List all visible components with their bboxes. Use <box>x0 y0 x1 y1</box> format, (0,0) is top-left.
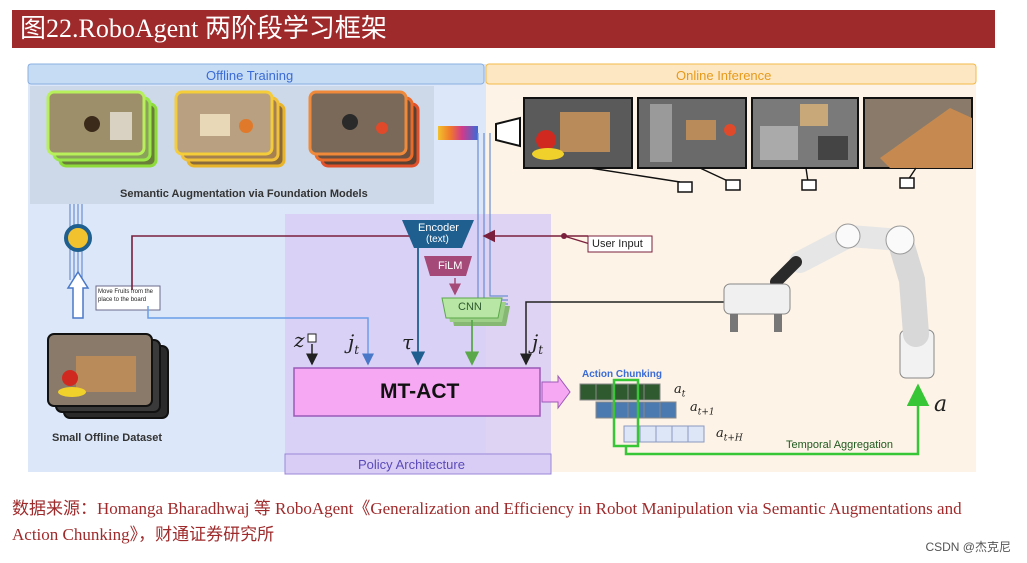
instruction-note-box <box>95 285 161 311</box>
jt-offline-j: j <box>348 330 355 354</box>
camera-view-2 <box>637 97 747 169</box>
offline-dataset-stack <box>47 333 169 419</box>
mt-act-block[interactable] <box>293 367 541 417</box>
a-t1-a: a <box>690 400 698 415</box>
user-input-label: User Input <box>592 238 643 250</box>
a-t1-sub: t+1 <box>697 407 715 418</box>
action-chunk-tH <box>623 425 705 443</box>
user-input-box <box>587 235 653 253</box>
jt-robot-symbol: jt <box>532 330 543 357</box>
action-chunk-t1 <box>595 401 677 419</box>
title-bar: 图22.RoboAgent 两阶段学习框架 <box>12 10 995 48</box>
encoder-sub-label: (text) <box>426 234 449 245</box>
a-tH-sub: t+H <box>723 433 743 444</box>
film-block[interactable] <box>424 256 472 276</box>
action-chunking-label: Action Chunking <box>582 369 662 380</box>
jt-offline-arrow <box>147 306 374 366</box>
mt-act-label: MT-ACT <box>380 380 460 403</box>
offline-training-header <box>27 63 485 85</box>
camera-view-3 <box>751 97 859 169</box>
z-square <box>307 333 317 343</box>
online-inference-header <box>485 63 977 85</box>
tau-symbol: τ <box>402 330 414 354</box>
action-symbol: a <box>934 392 948 417</box>
cnn-label: CNN <box>458 301 482 313</box>
a-t-label: at <box>674 382 685 400</box>
semantic-augmentation-label: Semantic Augmentation via Foundation Mod… <box>120 188 368 200</box>
a-t1-label: at+1 <box>690 400 715 418</box>
figure-title: 图22.RoboAgent 两阶段学习框架 <box>20 14 387 43</box>
lens-icon <box>495 116 521 148</box>
a-tH-a: a <box>716 426 724 441</box>
online-inference-label: Online Inference <box>676 68 772 83</box>
policy-architecture-label-box <box>284 453 552 475</box>
a-t-a: a <box>674 382 682 397</box>
jt-offline-sub: t <box>354 343 360 357</box>
augmented-image-orange <box>308 90 420 168</box>
csdn-watermark: CSDN @杰克尼 <box>925 540 1011 554</box>
a-t-sub: t <box>681 389 686 400</box>
foundation-model-icon <box>64 224 92 252</box>
upload-arrow-icon <box>66 270 90 319</box>
cnn-block[interactable] <box>441 297 510 326</box>
rainbow-connector <box>438 126 478 140</box>
encoder-block[interactable] <box>402 220 474 248</box>
policy-architecture-label: Policy Architecture <box>358 457 465 472</box>
mt-act-output-arrow <box>541 374 571 410</box>
action-chunk-t <box>579 383 661 401</box>
offline-training-label: Offline Training <box>206 68 294 83</box>
robot-jt-arrow <box>520 301 724 366</box>
robot-arm <box>723 223 935 379</box>
camera-view-4 <box>863 97 973 169</box>
user-input-flow <box>131 229 588 290</box>
small-offline-dataset-label: Small Offline Dataset <box>52 432 163 444</box>
z-symbol: z <box>294 328 305 352</box>
camera-icons <box>677 177 915 193</box>
augmented-image-green <box>46 90 158 168</box>
a-tH-label: at+H <box>716 426 743 444</box>
user-input-tail <box>563 235 591 245</box>
augmented-image-yellow <box>174 90 286 168</box>
encoder-label: Encoder <box>418 222 459 234</box>
film-label: FiLM <box>438 260 463 272</box>
jt-robot-j: j <box>532 330 539 354</box>
camera-view-1 <box>523 97 633 169</box>
jt-offline-symbol: jt <box>348 330 359 357</box>
instruction-note-text: Move Fruits from the place to the board <box>98 289 154 303</box>
temporal-aggregation-label: Temporal Aggregation <box>786 439 894 451</box>
temporal-aggregation-arrow <box>624 383 930 456</box>
source-caption: 数据来源：Homanga Bharadhwaj 等 RoboAgent《Gene… <box>12 499 962 544</box>
jt-robot-sub: t <box>538 343 544 357</box>
